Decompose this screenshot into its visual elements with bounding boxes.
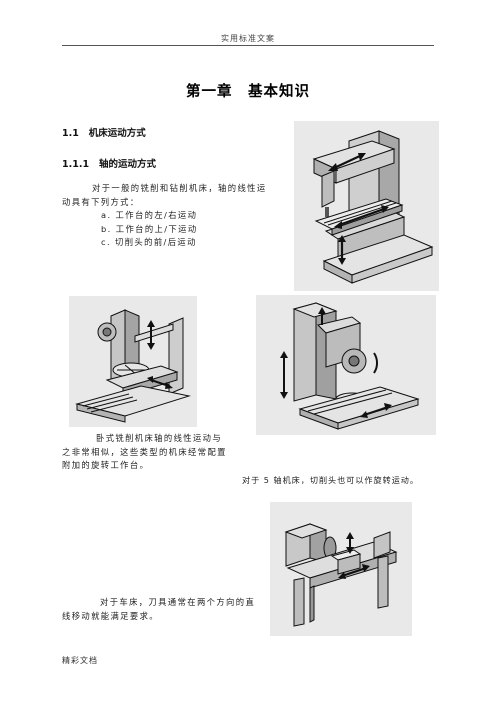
list-item: c. 切削头的前/后运动: [101, 237, 197, 248]
page-footer: 精彩文档: [62, 656, 98, 665]
vertical-mill-drawing: [312, 130, 434, 284]
section-title: 机床运动方式: [88, 128, 146, 139]
horizontal-mill-caption: 卧式铣削机床轴的线性运动与 之非常相似，这些类型的机床经常配置 附加的旋转工作台…: [62, 432, 262, 473]
five-axis-caption: 对于 5 轴机床，切削头也可以作旋转运动。: [242, 475, 419, 485]
list-item: a. 工作台的左/右运动: [101, 210, 198, 220]
vertical-milling-machine-figure: [294, 121, 439, 291]
lathe-caption: 对于车床，刀具通常在两个方向的直 线移动就能满足要求。: [62, 596, 272, 623]
subsection-heading: 1.1.1 轴的运动方式: [62, 156, 156, 170]
five-axis-machine-figure: [256, 295, 436, 435]
lathe-drawing: [284, 523, 398, 627]
intro-line: 对于一般的铣削和钻削机床，轴的线性运: [92, 183, 267, 193]
list-item: b. 工作台的上/下运动: [101, 223, 198, 234]
chapter-title: 第一章 基本知识: [186, 84, 310, 100]
lathe-figure: [270, 502, 412, 636]
horizontal-milling-machine-figure: [69, 296, 197, 427]
subsection-number: 1.1.1: [62, 159, 90, 170]
caption-line: 线移动就能满足要求。: [62, 610, 159, 621]
caption-line: 之非常相似，这些类型的机床经常配置: [62, 446, 227, 457]
page-header: 实用标准文案: [221, 34, 275, 43]
subsection-title: 轴的运动方式: [99, 159, 157, 170]
section-number: 1.1: [62, 128, 79, 139]
five-axis-drawing: [280, 302, 420, 430]
caption-line: 附加的旋转工作台。: [62, 460, 150, 471]
axes-list: a. 工作台的左/右运动 b. 工作台的上/下运动 c. 切削头的前/后运动: [101, 209, 198, 250]
header-rule: [62, 45, 434, 46]
horizontal-mill-drawing: [75, 309, 191, 423]
caption-line: 对于车床，刀具通常在两个方向的直: [100, 597, 256, 607]
caption-line: 卧式铣削机床轴的线性运动与: [96, 433, 223, 443]
intro-line: 动具有下列方式：: [62, 196, 140, 207]
intro-paragraph: 对于一般的铣削和钻削机床，轴的线性运 动具有下列方式：: [62, 182, 292, 209]
section-heading: 1.1 机床运动方式: [62, 125, 146, 139]
